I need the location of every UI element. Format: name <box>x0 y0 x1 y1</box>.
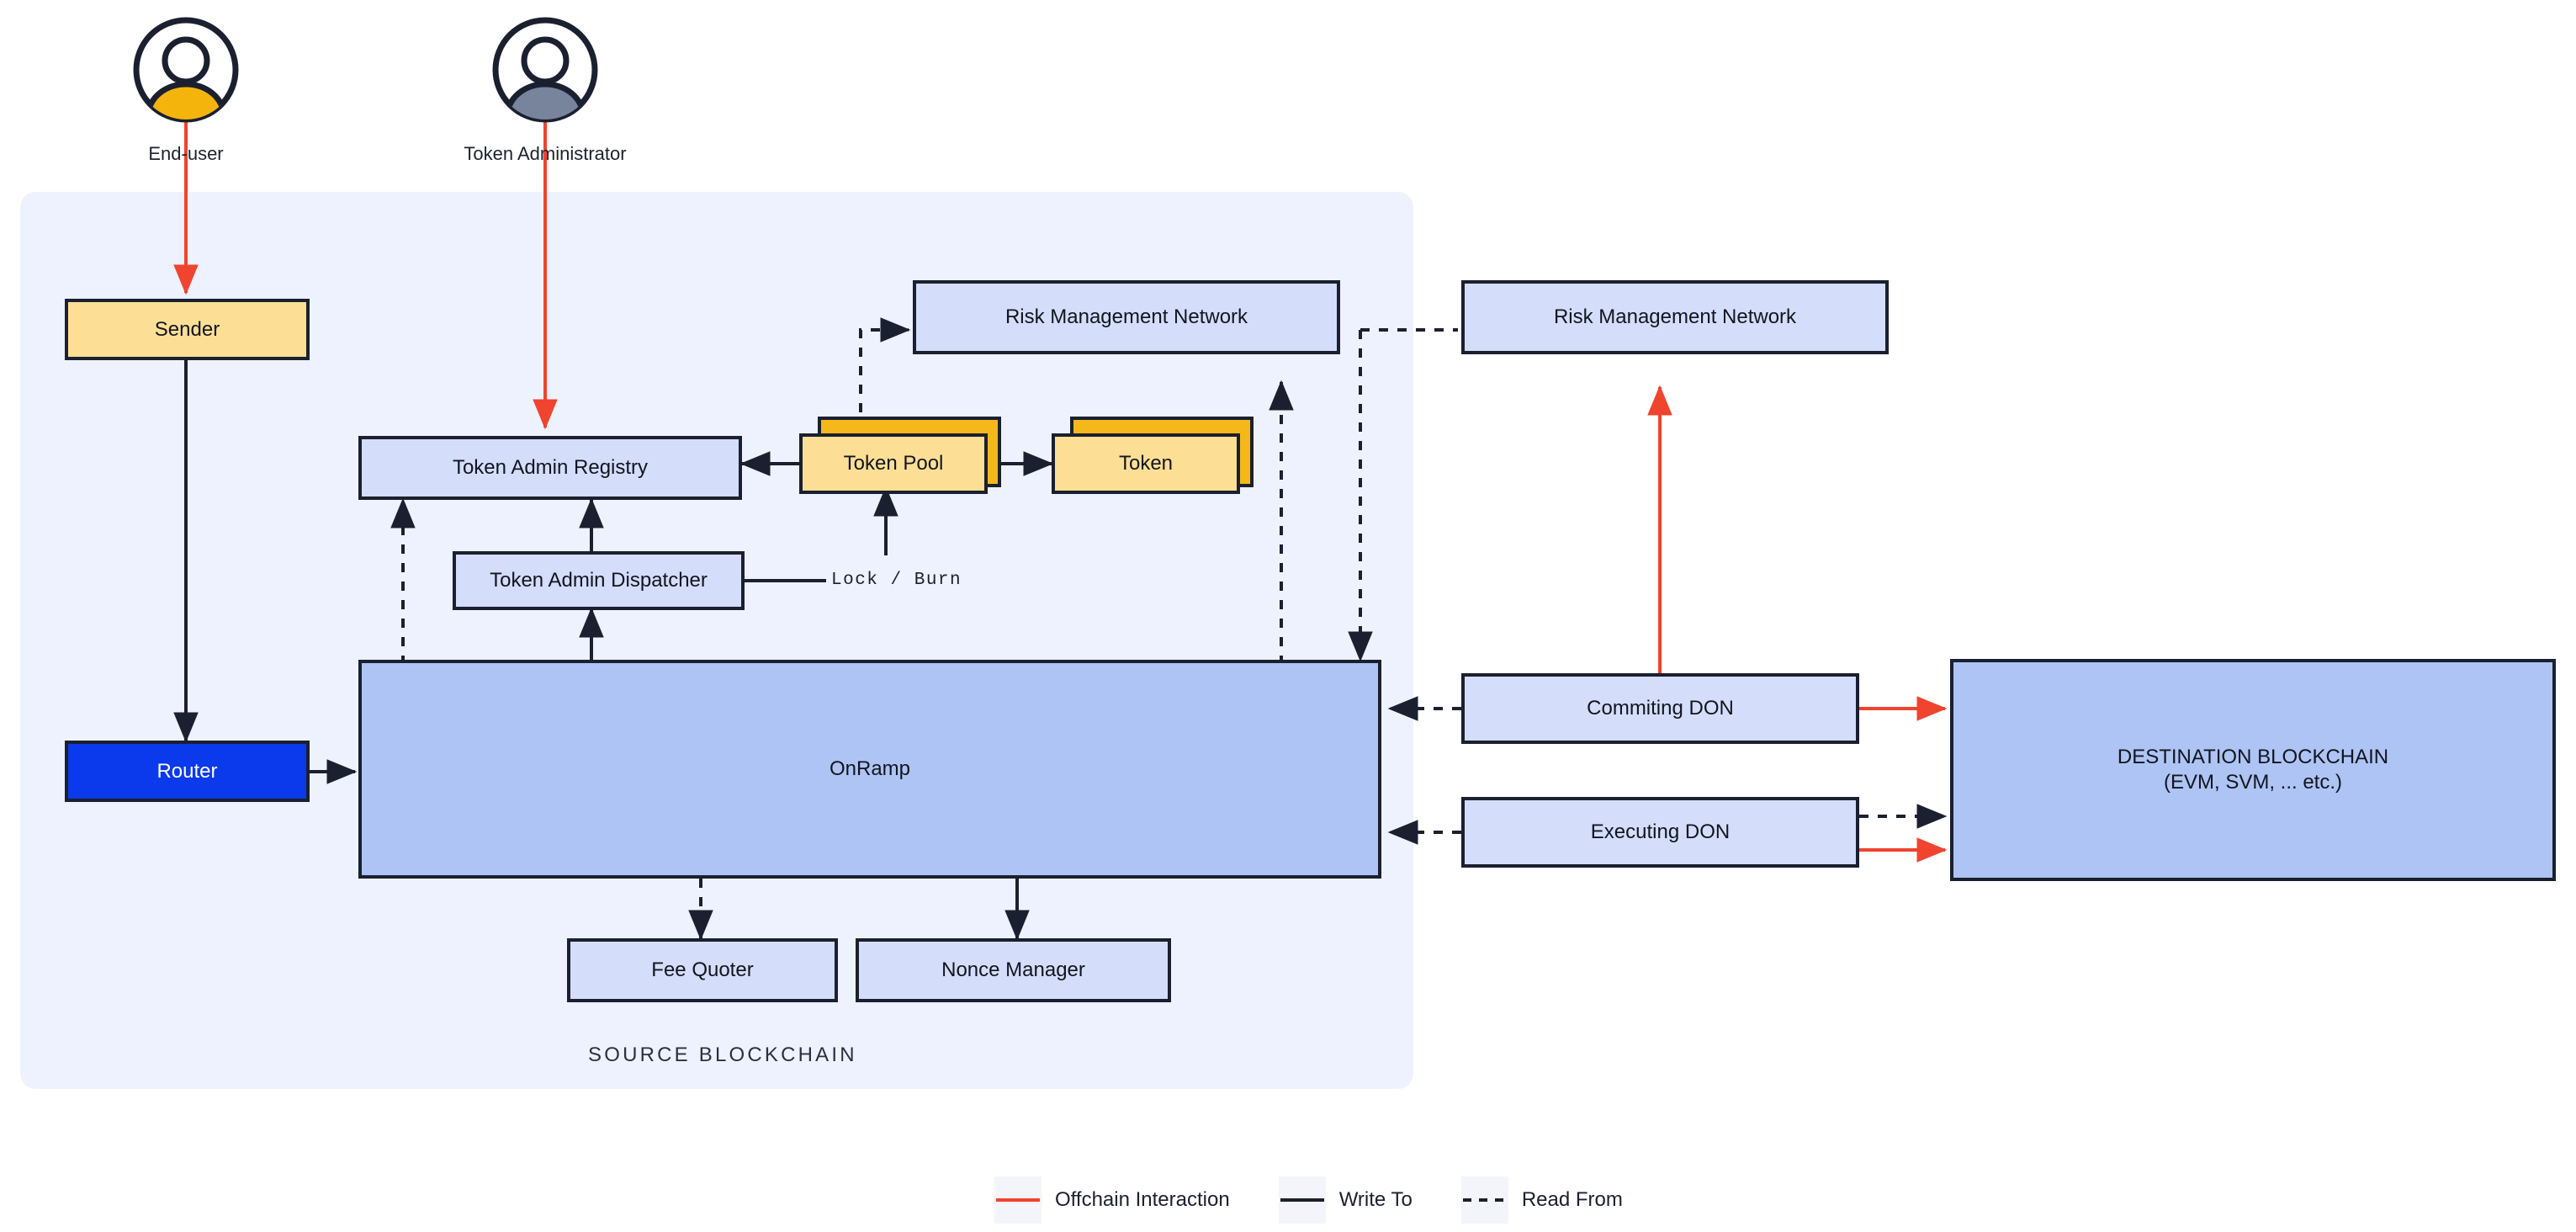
legend-label-offchain-interaction: Offchain Interaction <box>1055 1188 1230 1211</box>
node-label-sender: Sender <box>154 317 220 341</box>
token-administrator-avatar-icon <box>492 17 598 123</box>
legend-item-offchain-interaction: Offchain Interaction <box>994 1176 1279 1224</box>
node-nonce-manager[interactable]: Nonce Manager <box>856 938 1171 1002</box>
edge-label-lock-burn: Lock / Burn <box>831 571 962 590</box>
node-label-rmn-destination: Risk Management Network <box>1553 305 1797 328</box>
node-label-fee-quoter: Fee Quoter <box>651 959 754 981</box>
legend-item-read-from: Read From <box>1460 1176 1672 1224</box>
legend-line-solid-red-icon <box>996 1198 1040 1202</box>
node-token-pool[interactable]: Token Pool <box>799 433 988 494</box>
node-onramp[interactable]: OnRamp <box>358 660 1381 879</box>
legend-label-read-from: Read From <box>1521 1188 1623 1211</box>
source-blockchain-label: SOURCE BLOCKCHAIN <box>588 1043 857 1066</box>
node-router[interactable]: Router <box>65 741 310 802</box>
node-label-token-admin-registry: Token Admin Registry <box>452 456 649 479</box>
legend-line-solid-dark-icon <box>1280 1198 1324 1202</box>
node-label-token-pool: Token Pool <box>843 452 944 475</box>
legend-swatch-write-to <box>1278 1176 1326 1224</box>
edge-tokenpool-rmn-read <box>859 317 911 431</box>
destination-blockchain-label-line2: (EVM, SVM, ... etc.) <box>2163 771 2343 794</box>
legend: Offchain Interaction Write To Read From <box>994 1176 1672 1224</box>
node-token[interactable]: Token <box>1052 433 1240 494</box>
node-label-rmn-source: Risk Management Network <box>1004 305 1248 328</box>
legend-swatch-read-from <box>1460 1176 1508 1224</box>
actor-label-end-user: End-user <box>148 143 224 164</box>
actor-token-administrator <box>490 15 600 125</box>
node-label-token-admin-dispatcher: Token Admin Dispatcher <box>490 569 708 592</box>
destination-blockchain-label-line1: DESTINATION BLOCKCHAIN <box>2117 746 2389 768</box>
end-user-avatar-icon <box>133 17 239 123</box>
node-fee-quoter[interactable]: Fee Quoter <box>567 938 838 1002</box>
node-destination-blockchain[interactable]: DESTINATION BLOCKCHAIN (EVM, SVM, ... et… <box>1950 659 2556 881</box>
actor-label-token-administrator: Token Administrator <box>464 143 627 164</box>
node-label-onramp: OnRamp <box>829 757 911 780</box>
legend-label-write-to: Write To <box>1338 1188 1413 1211</box>
node-rmn-source[interactable]: Risk Management Network <box>913 280 1340 354</box>
actor-end-user <box>131 15 241 125</box>
node-token-admin-registry[interactable]: Token Admin Registry <box>358 436 742 500</box>
node-label-commiting-don: Commiting DON <box>1587 697 1734 720</box>
node-label-executing-don: Executing DON <box>1590 820 1731 843</box>
legend-item-write-to: Write To <box>1278 1176 1461 1224</box>
node-commiting-don[interactable]: Commiting DON <box>1461 673 1859 744</box>
node-sender[interactable]: Sender <box>65 299 310 360</box>
node-rmn-destination[interactable]: Risk Management Network <box>1461 280 1889 354</box>
node-label-token: Token <box>1118 452 1174 475</box>
node-label-router: Router <box>156 759 218 783</box>
legend-line-dashed-dark-icon <box>1462 1198 1507 1202</box>
node-executing-don[interactable]: Executing DON <box>1461 797 1859 868</box>
node-token-pool-stack[interactable]: Token Pool <box>799 417 1011 502</box>
node-token-admin-dispatcher[interactable]: Token Admin Dispatcher <box>453 551 745 610</box>
lock-burn-text: Lock / Burn <box>831 571 962 590</box>
node-label-nonce-manager: Nonce Manager <box>941 959 1085 981</box>
legend-swatch-offchain-interaction <box>994 1176 1042 1224</box>
node-token-stack[interactable]: Token <box>1052 417 1264 502</box>
